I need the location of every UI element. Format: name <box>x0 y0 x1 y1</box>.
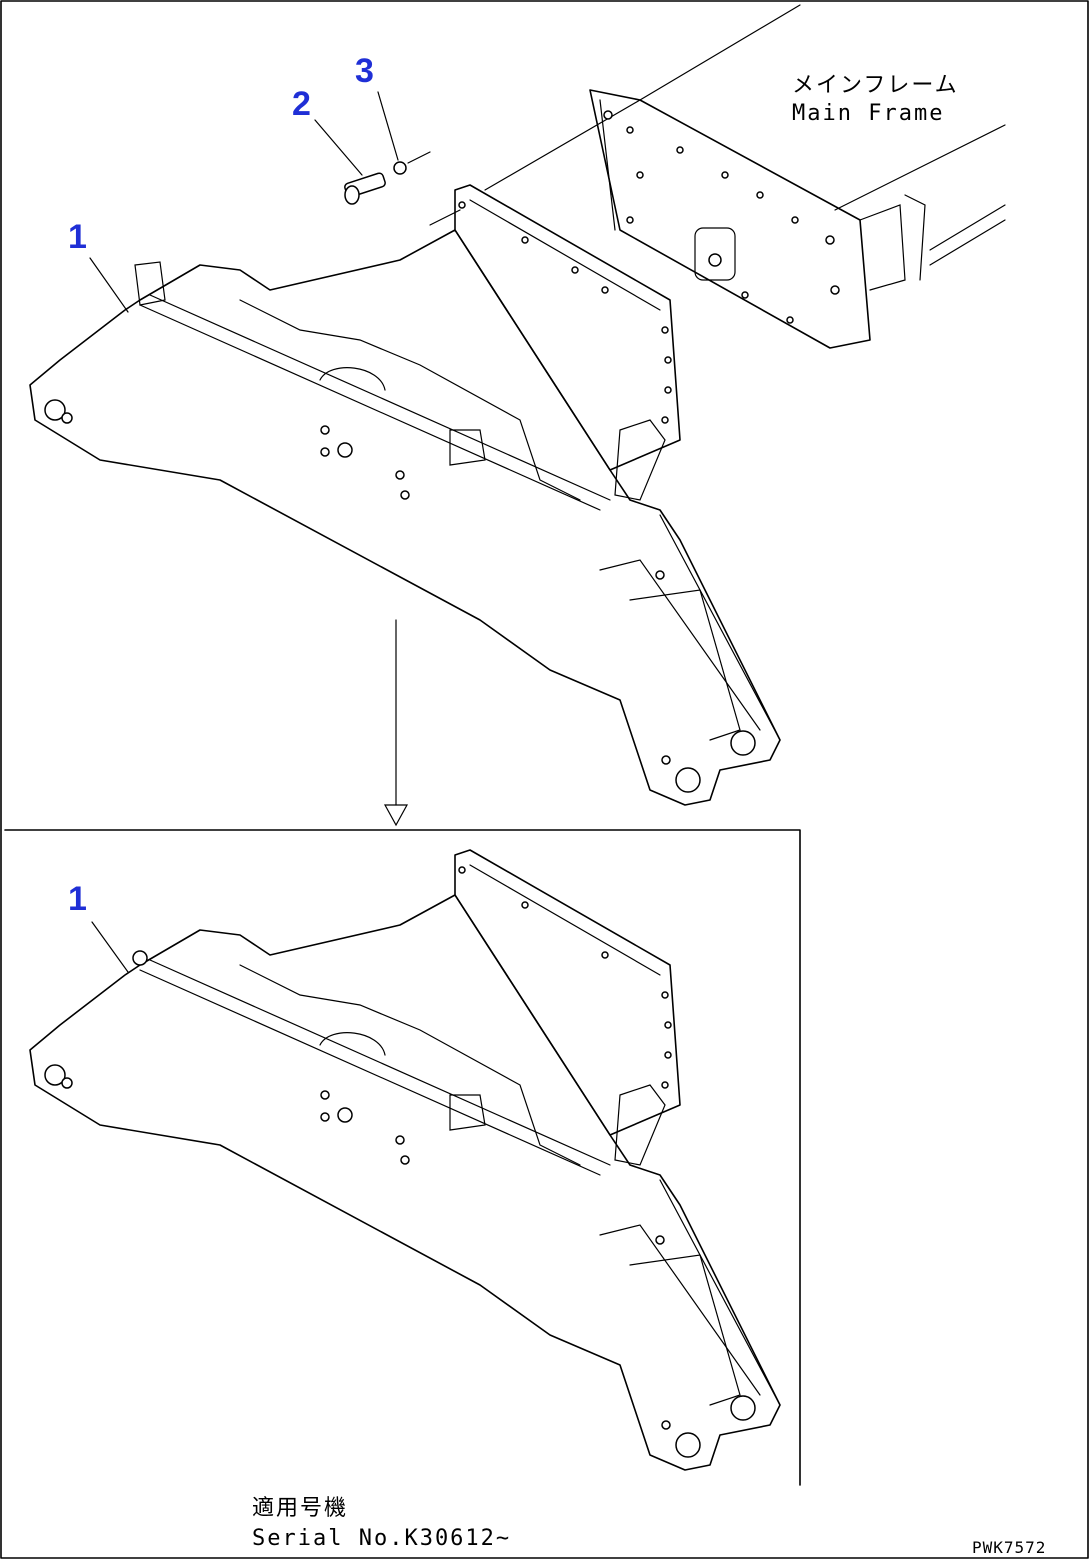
main-frame-label-jp: メインフレーム <box>792 73 959 98</box>
main-frame-label-en: Main Frame <box>792 101 944 126</box>
serial-number: Serial No.K30612~ <box>252 1526 511 1551</box>
drawing-code: PWK7572 <box>972 1538 1046 1557</box>
bolt-washer-drawing <box>344 151 431 205</box>
leader-lines <box>89 91 399 973</box>
callout-part-1-top: 1 <box>68 218 87 256</box>
bottom-arm-drawing <box>29 849 781 1471</box>
main-frame-drawing <box>429 4 1006 349</box>
lower-view-frame <box>4 829 801 1486</box>
callout-part-1-bottom: 1 <box>68 880 87 918</box>
top-bracket-drawing <box>454 184 681 501</box>
callout-part-2: 2 <box>292 85 311 123</box>
callout-part-3: 3 <box>355 52 374 90</box>
top-arm-drawing <box>29 229 781 827</box>
serial-label-jp: 適用号機 <box>252 1496 348 1521</box>
